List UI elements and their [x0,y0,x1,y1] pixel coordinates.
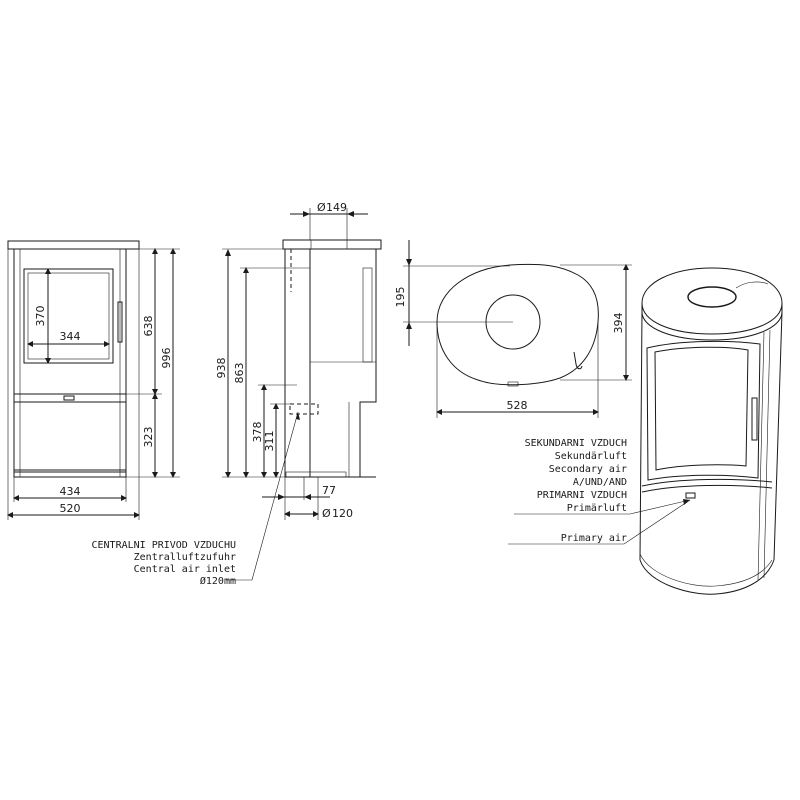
front-view: 370 344 638 323 996 434 520 [7,240,180,520]
dim-label-149-symbol: Ø [317,201,326,214]
dim-label-638: 638 [142,316,155,337]
dim-label-120-symbol: Ø [322,507,331,520]
air-note-line-2: Sekundärluft [555,451,627,462]
iso-ash-line [641,478,773,487]
dim-label-195: 195 [394,287,407,308]
arrow-149-left [303,211,310,217]
arrow-149-right [347,211,354,217]
dim-label-378: 378 [251,422,264,443]
dim-label-344: 344 [60,330,81,343]
iso-view: SEKUNDARNI VZDUCH Sekundärluft Secondary… [508,267,783,595]
arrow-77-left [278,494,285,500]
air-note-line-7: Primary air [561,533,627,544]
dim-label-394: 394 [612,313,625,334]
leader-arrow-central-air [296,412,300,420]
iso-door [646,340,761,481]
dim-label-434: 434 [60,485,81,498]
iso-body-right [773,311,783,561]
dim-label-323: 323 [142,427,155,448]
iso-bottom-inner [639,553,773,587]
dim-label-863: 863 [233,363,246,384]
air-note-line-5: PRIMARNI VZDUCH [537,490,627,501]
air-note-line-1: SEKUNDARNI VZDUCH [525,438,627,449]
dim-label-996: 996 [160,348,173,369]
leader-primary-air [508,499,691,545]
iso-ash-tab [685,492,696,499]
arrow-195-top [406,259,412,266]
central-air-note-line-2: Zentralluftzufuhr [134,552,236,563]
door-handle [117,301,123,343]
central-air-note-line-1: CENTRALNI PRIVOD VZDUCHU [92,540,237,551]
arrow-195-bottom [406,322,412,329]
dim-label-120: 120 [332,507,353,520]
iso-body-left [639,311,643,561]
iso-bottom [639,559,775,595]
flue-outlet [310,239,348,250]
iso-top-disc-edge [641,303,783,341]
dim-label-938: 938 [215,358,228,379]
side-panel [362,267,373,363]
arrow-77-right [304,494,311,500]
iso-flue-hole [687,286,737,308]
top-view: 195 394 528 [394,240,632,418]
air-inlet-box [289,403,319,415]
dim-label-370: 370 [34,306,47,327]
leader-central-air [226,411,299,581]
central-air-note-line-3: Central air inlet [134,564,236,575]
iso-ash-line-2 [641,484,773,493]
door-glass-inner [27,272,110,360]
iso-side-seam-2 [757,331,765,581]
dim-label-77: 77 [322,484,336,497]
door-glass [23,268,114,364]
central-air-note-line-4: Ø120mm [200,575,236,587]
side-plinth [285,471,347,478]
air-note-line-3: Secondary air [549,464,627,475]
iso-top-disc [641,267,783,335]
top-plate [7,240,140,250]
arrow-938-top [225,249,231,256]
air-note-line-6: Primärluft [567,503,627,514]
dim-label-311: 311 [263,431,276,452]
dim-label-149: 149 [326,201,347,214]
dim-label-528: 528 [507,399,528,412]
iso-door-glass [654,346,749,471]
top-bottom-tab [507,381,519,387]
side-view: Ø 149 938 863 378 [92,201,382,587]
top-handle-hook [573,351,583,370]
top-outline [436,263,599,386]
iso-side-seam [763,329,771,579]
side-top-plate [282,239,382,250]
leader-secondary-air [514,499,691,515]
base-plinth [13,471,127,478]
ash-pan-tab [63,395,75,401]
air-note-line-4: A/UND/AND [573,477,627,488]
dim-label-520: 520 [60,502,81,515]
side-body-back [347,248,377,477]
iso-door-handle [751,397,758,441]
iso-top-seam [735,281,769,289]
